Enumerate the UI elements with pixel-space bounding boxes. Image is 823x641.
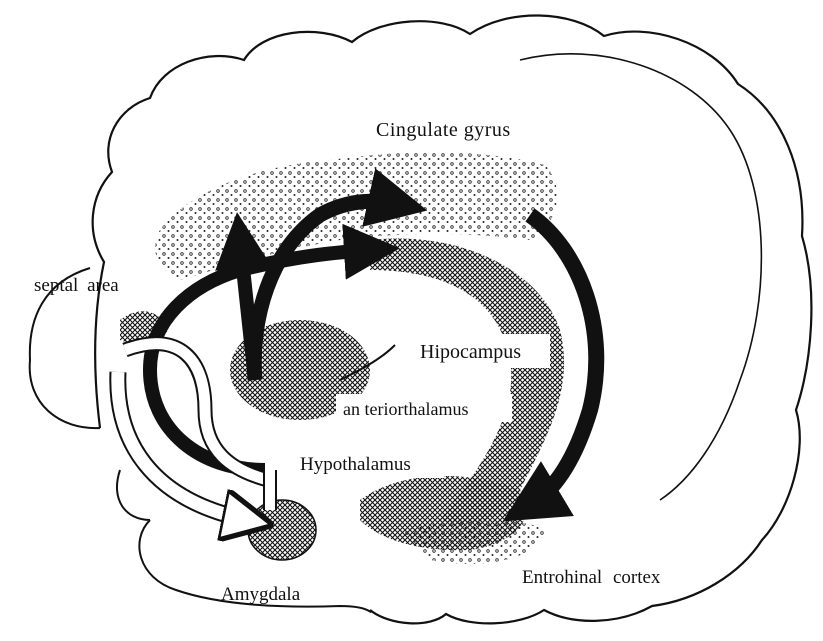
cingulate-region (155, 152, 557, 280)
entorhinal-stipple (400, 521, 545, 564)
anterior-thalamus-label: an teriorthalamus (343, 400, 468, 418)
occipital-contour (520, 54, 761, 500)
entorhinal-cortex-label: Entrohinal cortex (522, 568, 660, 587)
hipocampus-label: Hipocampus (420, 342, 521, 362)
amygdala-label: Amygdala (221, 585, 300, 604)
septal-area-label: septal area (34, 276, 119, 295)
hypothalamus-label: Hypothalamus (300, 455, 411, 474)
amygdala-region (248, 500, 316, 560)
cingulate-gyrus-label: Cingulate gyrus (376, 120, 511, 140)
